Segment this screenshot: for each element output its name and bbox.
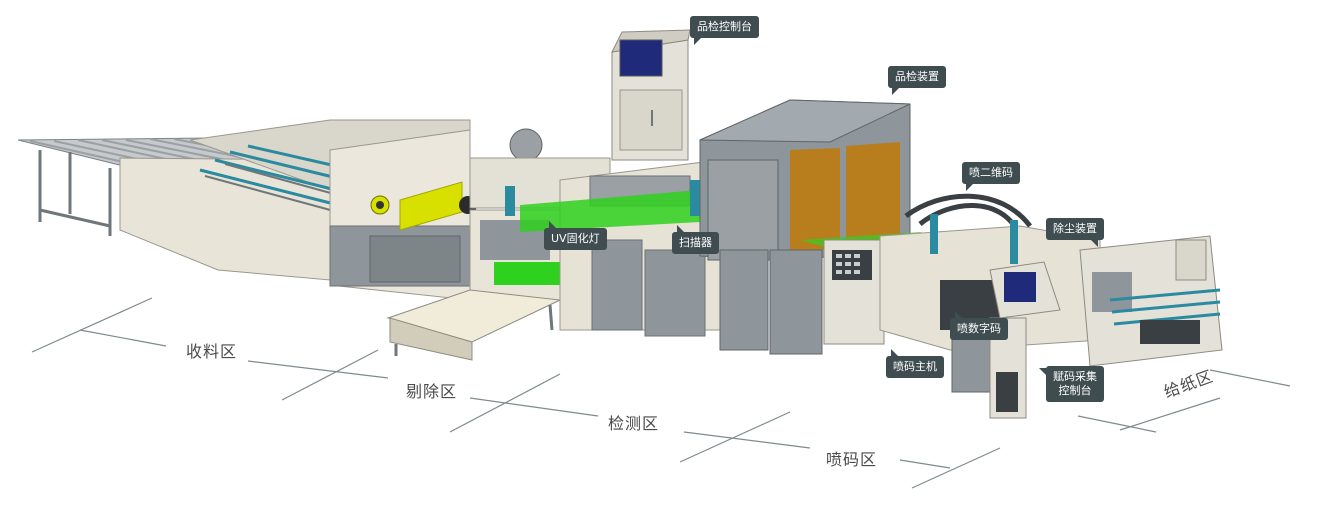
coding-console-stand [989,261,1061,419]
callout-spray-qr: 喷二维码 [962,162,1020,191]
zone-label-coding: 喷码区 [826,450,878,469]
callout-qc-device: 品检装置 [888,66,946,95]
qc-console-cabinet [611,29,691,161]
callout-dust-removal: 除尘装置 [1046,218,1104,247]
zone-divider-lines [31,297,1291,489]
callout-coding-console-line1: 赋码采集 [1053,370,1097,383]
callout-spray-digits: 喷数字码 [950,311,1008,340]
callout-coding-console-line2: 控制台 [1058,384,1092,397]
inkjet-host-unit [823,239,885,345]
zone-label-inspection: 检测区 [608,414,660,433]
feeder-section-body [1079,235,1223,367]
callout-coding-console: 赋码采集 控制台 [1039,366,1104,402]
callout-inkjet-host: 喷码主机 [886,349,944,378]
zone-label-rejection: 剔除区 [406,382,458,401]
zone-label-collection: 收料区 [186,342,238,361]
callout-scanner: 扫描器 [672,225,719,254]
rejection-tray [386,289,562,361]
callout-qc-console: 品检控制台 [690,16,759,45]
inspection-section-body [505,159,721,337]
callout-uv-lamp: UV固化灯 [544,221,607,250]
